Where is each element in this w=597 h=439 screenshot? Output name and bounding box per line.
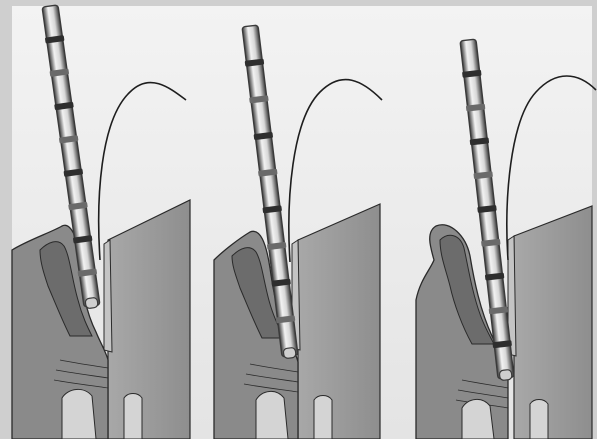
probe-tip: [499, 369, 512, 380]
probe-tip: [85, 297, 98, 309]
tooth: [298, 204, 380, 439]
tooth: [514, 206, 592, 439]
probe-tip: [283, 347, 296, 358]
alveolar-bone: [462, 399, 494, 439]
tooth: [108, 200, 190, 439]
tooth-enamel-edge: [104, 240, 112, 352]
alveolar-bone: [256, 391, 288, 439]
root-canal: [124, 394, 142, 439]
root-canal: [530, 400, 548, 439]
root-canal: [314, 396, 332, 439]
alveolar-bone: [62, 389, 96, 439]
